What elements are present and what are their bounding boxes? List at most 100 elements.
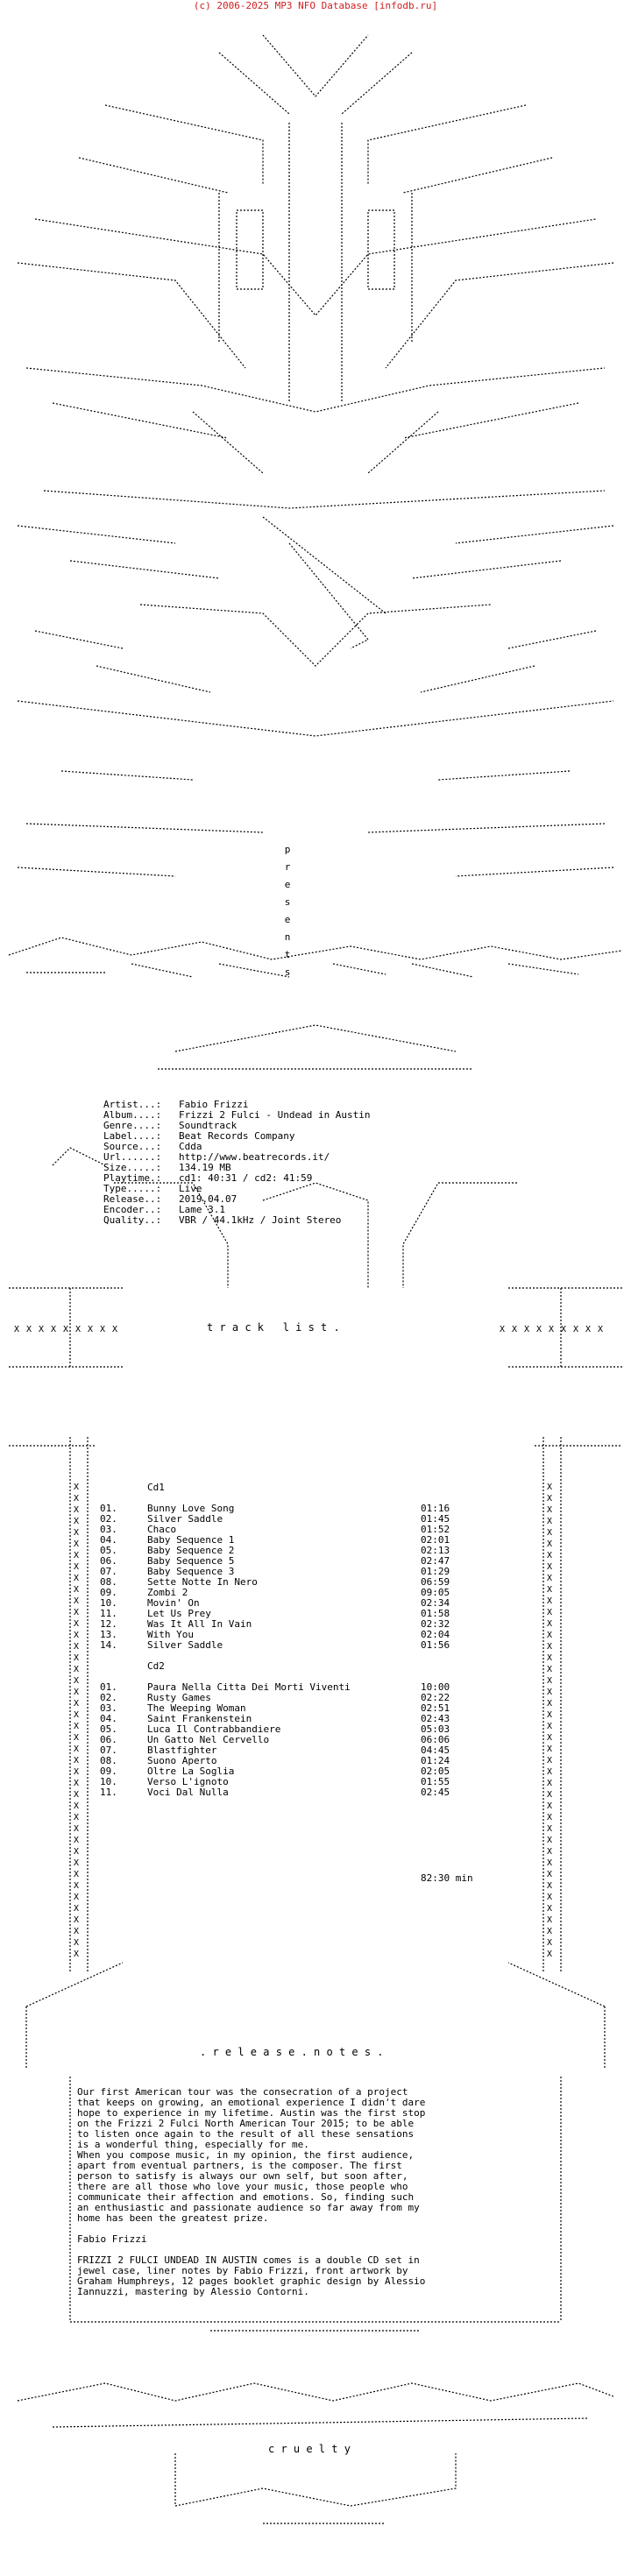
x-marker: X (547, 1551, 552, 1560)
x-marker: X (598, 1325, 603, 1334)
track-num: 10. (100, 1776, 117, 1787)
x-marker: X (547, 1790, 552, 1800)
note-line: that keeps on growing, an emotional expe… (77, 2097, 426, 2108)
info-row: Label....:Beat Records Company (103, 1131, 371, 1142)
info-key: Url......: (103, 1151, 162, 1163)
note-line: apart from eventual partners, is the com… (77, 2160, 402, 2171)
x-marker: X (74, 1893, 79, 1902)
track-num: 09. (100, 1587, 117, 1598)
note-line: there are all those who love your music,… (77, 2181, 408, 2192)
x-marker: X (51, 1325, 56, 1334)
note-line: When you compose music, in my opinion, t… (77, 2149, 415, 2161)
note-line: home has been the greatest prize. (77, 2212, 269, 2224)
x-marker: X (547, 1574, 552, 1583)
disc-label: Cd1 (88, 1483, 473, 1493)
track-time: 01:52 (421, 1524, 450, 1535)
x-marker: X (547, 1688, 552, 1697)
track-title: Suono Aperto (147, 1755, 217, 1766)
x-marker: X (74, 1551, 79, 1560)
track-num: 08. (100, 1576, 117, 1588)
track-title: Verso L'ignoto (147, 1776, 229, 1787)
track-time: 01:45 (421, 1513, 450, 1525)
info-value: Fabio Frizzi (179, 1099, 249, 1110)
track-time: 02:01 (421, 1534, 450, 1546)
presents-letter: e (284, 914, 291, 925)
x-marker: X (74, 1619, 79, 1629)
x-marker: X (63, 1325, 68, 1334)
info-key: Source...: (103, 1141, 162, 1152)
x-marker: X (74, 1688, 79, 1697)
x-marker: X (573, 1325, 578, 1334)
tracklist-heading: t r a c k l i s t . (207, 1321, 340, 1334)
track-time: 02:45 (421, 1787, 450, 1798)
x-marker: X (100, 1325, 105, 1334)
x-marker: X (74, 1722, 79, 1731)
x-marker: X (547, 1950, 552, 1959)
info-value: Frizzi 2 Fulci - Undead in Austin (179, 1109, 371, 1121)
x-marker: X (75, 1325, 81, 1334)
x-marker: X (536, 1325, 542, 1334)
track-time: 06:06 (421, 1734, 450, 1745)
track-time: 02:13 (421, 1545, 450, 1556)
track-title: Sette Notte In Nero (147, 1576, 258, 1588)
x-marker: X (74, 1733, 79, 1743)
info-key: Type.....: (103, 1183, 162, 1194)
x-marker: X (561, 1325, 566, 1334)
track-title: Blastfighter (147, 1744, 217, 1756)
x-marker: X (74, 1596, 79, 1606)
x-marker: X (74, 1904, 79, 1914)
x-marker: X (547, 1767, 552, 1777)
disc-label: Cd2 (88, 1661, 473, 1672)
track-num: 08. (100, 1755, 117, 1766)
track-title: Silver Saddle (147, 1513, 223, 1525)
info-key: Album....: (103, 1109, 162, 1121)
x-marker: X (74, 1870, 79, 1879)
track-time: 06:59 (421, 1576, 450, 1588)
note-line: an enthusiastic and passionate audience … (77, 2202, 420, 2213)
x-marker: X (547, 1733, 552, 1743)
track-num: 05. (100, 1723, 117, 1735)
track-time: 01:16 (421, 1503, 450, 1514)
x-marker: X (585, 1325, 591, 1334)
track-num: 04. (100, 1534, 117, 1546)
note-line: hope to experience in my lifetime. Austi… (77, 2107, 426, 2119)
x-marker: X (74, 1756, 79, 1766)
track-title: Silver Saddle (147, 1639, 223, 1651)
disc-label-text: Cd1 (147, 1482, 165, 1493)
x-marker: X (512, 1325, 517, 1334)
footer-logo (17, 2330, 614, 2524)
info-row: Album....: Frizzi 2 Fulci - Undead in Aus… (103, 1110, 371, 1121)
x-marker: X (74, 1801, 79, 1811)
x-marker: X (74, 1710, 79, 1720)
spacer (88, 1493, 473, 1504)
x-marker: X (74, 1665, 79, 1674)
x-marker: X (74, 1608, 79, 1617)
x-marker: X (547, 1938, 552, 1948)
notes-frame (69, 2077, 562, 2323)
track-time: 02:34 (421, 1597, 450, 1609)
x-marker: X (524, 1325, 529, 1334)
x-marker: X (547, 1631, 552, 1640)
x-marker: X (74, 1494, 79, 1504)
info-value: Soundtrack (179, 1120, 238, 1131)
x-marker: X (547, 1904, 552, 1914)
track-title: Movin' On (147, 1597, 200, 1609)
info-row: Quality..:VBR / 44.1kHz / Joint Stereo (103, 1215, 371, 1226)
info-row: Size.....:134.19 MB (103, 1163, 371, 1173)
track-title: Zombi 2 (147, 1587, 188, 1598)
info-key: Playtime.: (103, 1172, 162, 1184)
track-title: Un Gatto Nel Cervello (147, 1734, 270, 1745)
x-marker: X (74, 1744, 79, 1754)
